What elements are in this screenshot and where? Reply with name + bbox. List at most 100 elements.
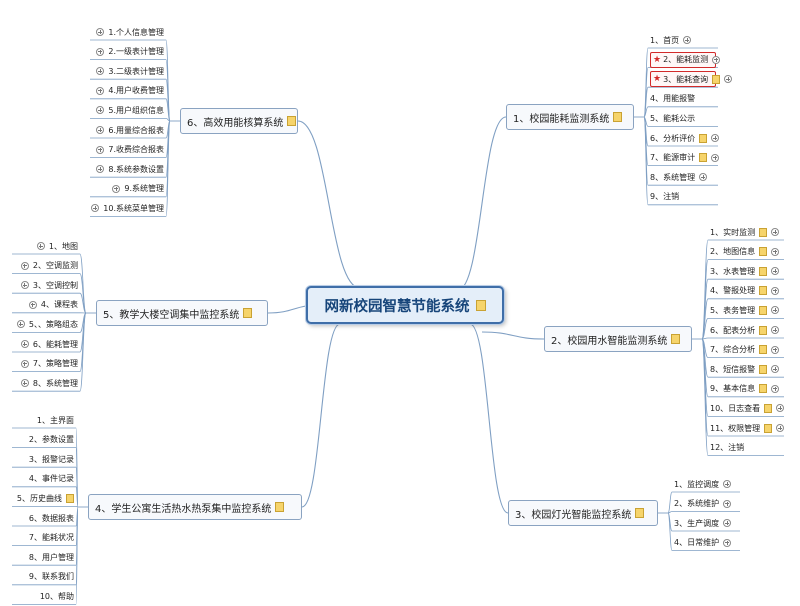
expand-icon[interactable] — [776, 424, 785, 432]
branch-b6-item[interactable]: 8.系统参数设置 — [92, 161, 164, 177]
branch-b4-item[interactable]: 1、主界面 — [14, 412, 74, 428]
expand-icon[interactable] — [96, 106, 105, 115]
branch-b2-item[interactable]: 10、日志查看 — [710, 400, 785, 416]
branch-b4-item[interactable]: 5、历史曲线 — [14, 490, 74, 506]
note-icon[interactable] — [635, 508, 645, 518]
branch-b3-item[interactable]: 2、系统维护 — [674, 496, 738, 512]
branch-b6-item[interactable]: 3.二级表计管理 — [92, 63, 164, 79]
expand-icon[interactable] — [771, 267, 780, 276]
expand-icon[interactable] — [20, 379, 29, 388]
branch-b1-item[interactable]: 4、用能报警 — [650, 91, 716, 107]
note-icon[interactable] — [759, 266, 768, 276]
branch-b6-item[interactable]: 4.用户收费管理 — [92, 83, 164, 99]
expand-icon[interactable] — [96, 47, 105, 56]
branch-b1-item[interactable]: 9、注销 — [650, 189, 716, 205]
branch-b2-item[interactable]: 11、权限管理 — [710, 420, 785, 436]
expand-icon[interactable] — [723, 499, 732, 508]
note-icon[interactable] — [759, 305, 768, 315]
branch-b1-item[interactable]: 5、能耗公示 — [650, 110, 716, 126]
expand-icon[interactable] — [771, 365, 780, 374]
note-icon[interactable] — [712, 74, 721, 84]
branch-b5-item[interactable]: 7、策略管理 — [14, 356, 78, 372]
expand-icon[interactable] — [699, 173, 708, 182]
expand-icon[interactable] — [724, 75, 733, 84]
branch-b1-item[interactable]: 1、首页 — [650, 32, 716, 48]
expand-icon[interactable] — [711, 153, 720, 162]
branch-b3-item[interactable]: 4、日常维护 — [674, 535, 738, 551]
branch-b5-item[interactable]: 6、能耗管理 — [14, 336, 78, 352]
expand-icon[interactable] — [96, 28, 105, 36]
expand-icon[interactable] — [771, 326, 780, 334]
branch-b4-item[interactable]: 2、参数设置 — [14, 432, 74, 448]
branch-b6-item[interactable]: 2.一级表计管理 — [92, 44, 164, 60]
expand-icon[interactable] — [96, 145, 105, 154]
branch-b1-item[interactable]: 7、能源审计 — [650, 150, 720, 166]
expand-icon[interactable] — [723, 538, 732, 547]
expand-icon[interactable] — [20, 281, 29, 290]
branch-b1-item[interactable]: 8、系统管理 — [650, 169, 716, 185]
branch-topic-b6[interactable]: 6、高效用能核算系统 — [180, 108, 298, 134]
branch-b1-item[interactable]: ★3、能耗查询 — [650, 71, 733, 88]
note-icon[interactable] — [66, 493, 74, 503]
note-icon[interactable] — [699, 153, 708, 163]
branch-b3-item[interactable]: 3、生产调度 — [674, 515, 738, 531]
note-icon[interactable] — [759, 227, 768, 237]
expand-icon[interactable] — [16, 320, 25, 329]
expand-icon[interactable] — [771, 384, 780, 393]
note-icon[interactable] — [759, 364, 768, 374]
note-icon[interactable] — [759, 345, 768, 355]
branch-b5-item[interactable]: 4、课程表 — [14, 297, 78, 313]
branch-topic-b4[interactable]: 4、学生公寓生活热水热泵集中监控系统 — [88, 494, 302, 520]
note-icon[interactable] — [759, 384, 768, 394]
branch-b6-item[interactable]: 6.用量综合报表 — [92, 122, 164, 138]
branch-b1-item[interactable]: ★2、能耗监测 — [650, 51, 721, 68]
note-icon[interactable] — [287, 116, 297, 126]
expand-icon[interactable] — [771, 286, 780, 295]
branch-b6-item[interactable]: 7.收费综合报表 — [92, 142, 164, 158]
branch-b2-item[interactable]: 5、表务管理 — [710, 302, 782, 318]
branch-b4-item[interactable]: 9、联系我们 — [14, 569, 74, 585]
branch-b6-item[interactable]: 9.系统管理 — [92, 181, 164, 197]
branch-b5-item[interactable]: 1、地图 — [14, 238, 78, 254]
expand-icon[interactable] — [20, 359, 29, 368]
note-icon[interactable] — [613, 112, 623, 122]
branch-b2-item[interactable]: 9、基本信息 — [710, 381, 782, 397]
branch-topic-b2[interactable]: 2、校园用水智能监测系统 — [544, 326, 692, 352]
central-topic[interactable]: 网新校园智慧节能系统 — [306, 286, 504, 324]
note-icon[interactable] — [759, 286, 768, 296]
expand-icon[interactable] — [96, 67, 105, 76]
branch-b3-item[interactable]: 1、监控调度 — [674, 476, 738, 492]
branch-b4-item[interactable]: 6、数据报表 — [14, 510, 74, 526]
branch-b4-item[interactable]: 7、能耗状况 — [14, 530, 74, 546]
note-icon[interactable] — [764, 423, 773, 433]
branch-topic-b5[interactable]: 5、教学大楼空调集中监控系统 — [96, 300, 268, 326]
branch-b5-item[interactable]: 3、空调控制 — [14, 277, 78, 293]
expand-icon[interactable] — [723, 480, 732, 488]
branch-b1-item[interactable]: 6、分析评价 — [650, 130, 720, 146]
note-icon[interactable] — [671, 334, 681, 344]
expand-icon[interactable] — [20, 340, 29, 348]
note-icon[interactable] — [275, 502, 285, 512]
expand-icon[interactable] — [771, 345, 780, 354]
branch-b5-item[interactable]: 2、空调监测 — [14, 258, 78, 274]
expand-icon[interactable] — [91, 204, 100, 213]
note-icon[interactable] — [764, 403, 773, 413]
note-icon[interactable] — [475, 299, 486, 311]
branch-b4-item[interactable]: 3、报警记录 — [14, 451, 74, 467]
branch-b2-item[interactable]: 3、水表管理 — [710, 263, 782, 279]
branch-b5-item[interactable]: 5、、策略组态 — [14, 316, 78, 332]
expand-icon[interactable] — [776, 404, 785, 413]
expand-icon[interactable] — [28, 300, 37, 309]
branch-b2-item[interactable]: 6、配表分析 — [710, 322, 782, 338]
branch-b2-item[interactable]: 4、警报处理 — [710, 283, 782, 299]
expand-icon[interactable] — [771, 228, 780, 236]
expand-icon[interactable] — [771, 306, 780, 315]
expand-icon[interactable] — [36, 242, 45, 250]
expand-icon[interactable] — [712, 55, 721, 64]
branch-b2-item[interactable]: 2、地图信息 — [710, 244, 782, 260]
note-icon[interactable] — [759, 247, 768, 257]
branch-b5-item[interactable]: 8、系统管理 — [14, 375, 78, 391]
branch-b2-item[interactable]: 8、短信报警 — [710, 361, 782, 377]
branch-b2-item[interactable]: 7、综合分析 — [710, 342, 782, 358]
expand-icon[interactable] — [683, 36, 692, 44]
